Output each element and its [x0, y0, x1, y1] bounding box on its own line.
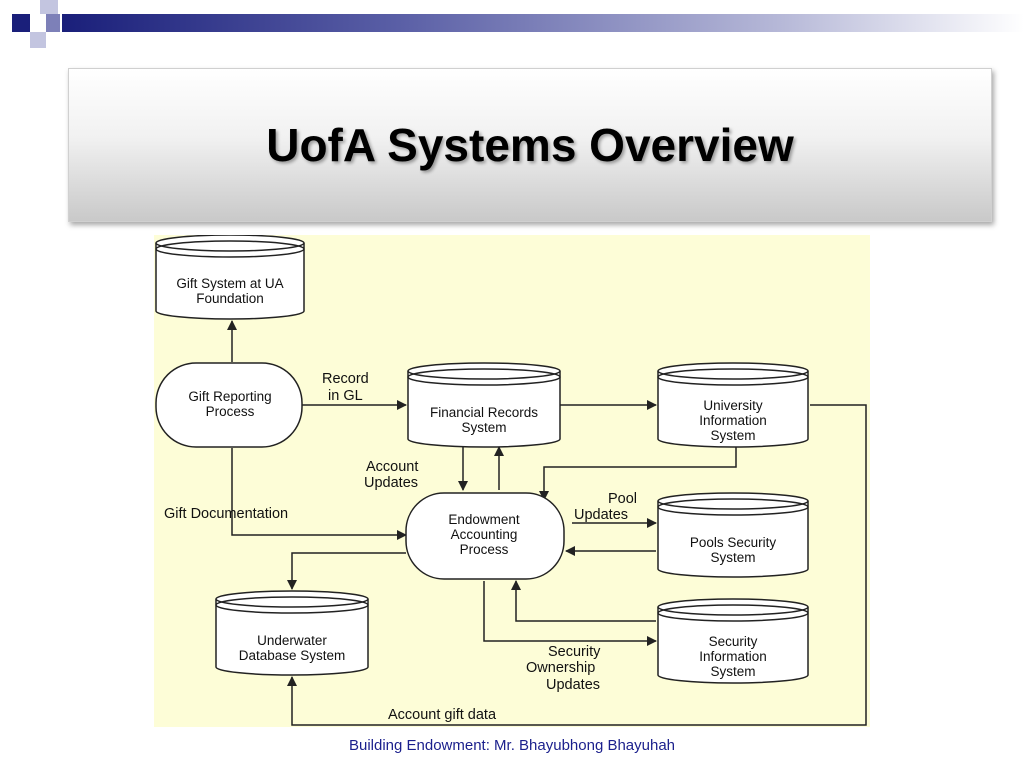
store-label-financial-records-2: System: [461, 420, 506, 435]
diagram-canvas: Gift System at UA Foundation Financial R…: [155, 235, 867, 726]
process-label-gift-reporting-2: Process: [206, 404, 255, 419]
process-label-endowment: Endowment: [448, 512, 520, 527]
process-label-endowment-3: Process: [460, 542, 509, 557]
store-label-gift-system-2: Foundation: [196, 291, 264, 306]
decor-square: [12, 14, 30, 32]
slide-title: UofA Systems Overview: [266, 119, 794, 171]
decor-square: [46, 14, 60, 32]
process-label-endowment-2: Accounting: [451, 527, 518, 542]
store-label-pools-security-2: System: [710, 550, 755, 565]
store-label-university: University: [703, 398, 763, 413]
store-label-security-info-2: Information: [699, 649, 767, 664]
process-endowment-accounting: [405, 492, 565, 580]
header-decoration: [0, 0, 1024, 48]
flow-label-record-2: in GL: [328, 388, 363, 404]
header-gradient-bar: [62, 14, 1024, 32]
store-label-security-info: Security: [709, 634, 758, 649]
store-label-underwater: Underwater: [257, 633, 327, 648]
flow-arrow: [287, 552, 406, 590]
store-financial-records: [407, 362, 561, 448]
store-pools-security: [657, 492, 809, 578]
flow-label-account-gift-data: Account gift data: [388, 707, 497, 723]
store-label-university-2: Information: [699, 413, 767, 428]
store-university-info: [657, 362, 809, 448]
process-gift-reporting: [155, 362, 303, 448]
flow-label-account-updates-2: Updates: [364, 475, 418, 491]
flow-label-record: Record: [322, 371, 369, 387]
store-label-university-3: System: [710, 428, 755, 443]
flow-label-security-ownership-2: Ownership: [526, 660, 595, 676]
store-underwater-db: [215, 590, 369, 676]
decor-square: [40, 0, 58, 14]
flow-arrow: [231, 448, 407, 540]
store-security-info: [657, 598, 809, 684]
flow-label-gift-documentation: Gift Documentation: [164, 506, 288, 522]
title-panel: UofA Systems Overview: [68, 68, 992, 222]
slide-footer: Building Endowment: Mr. Bhayubhong Bhayu…: [348, 737, 676, 754]
flow-arrow: [483, 581, 657, 646]
process-label-gift-reporting: Gift Reporting: [188, 389, 271, 404]
flow-arrow: [539, 445, 737, 501]
systems-diagram: Gift System at UA Foundation Financial R…: [154, 235, 870, 727]
store-label-gift-system: Gift System at UA: [176, 276, 283, 291]
flow-arrow: [287, 404, 867, 726]
flow-arrow: [511, 580, 656, 622]
decor-square: [30, 32, 46, 48]
flow-label-pool-updates: Pool: [608, 491, 637, 507]
store-label-underwater-2: Database System: [239, 648, 346, 663]
store-gift-system: [155, 235, 305, 320]
flow-label-pool-updates-2: Updates: [574, 507, 628, 523]
flow-label-security-ownership-3: Updates: [546, 677, 600, 693]
flow-label-security-ownership: Security: [548, 644, 601, 660]
flow-label-account-updates: Account: [366, 459, 418, 475]
store-label-pools-security: Pools Security: [690, 535, 777, 550]
store-label-financial-records: Financial Records: [430, 405, 538, 420]
store-label-security-info-3: System: [710, 664, 755, 679]
